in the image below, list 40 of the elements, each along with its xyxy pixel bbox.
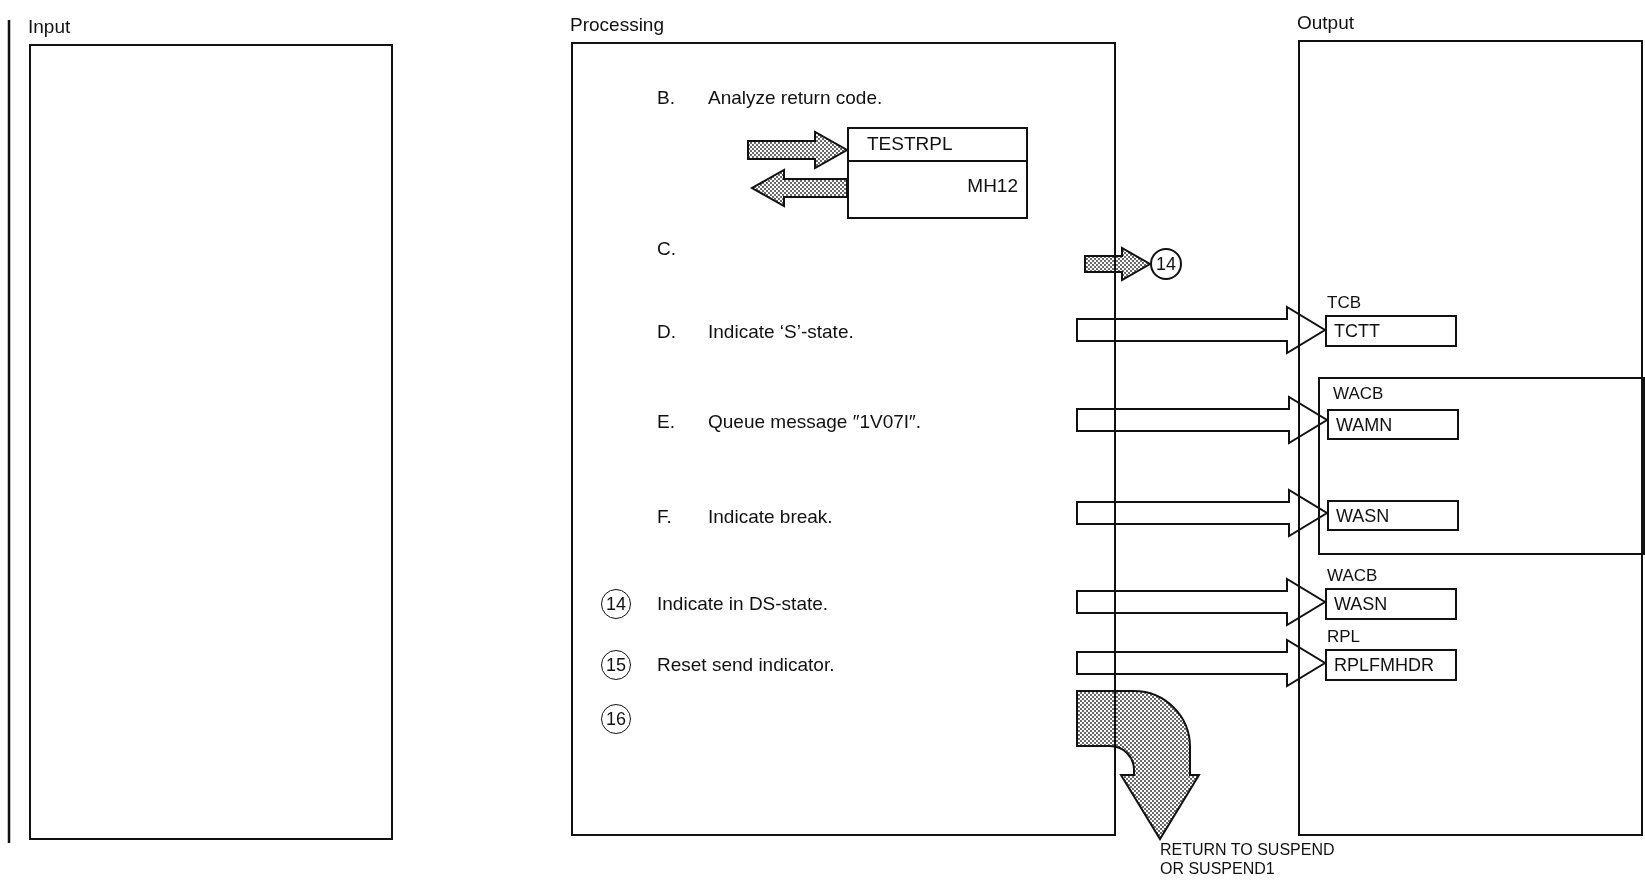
field-name: RPLFMHDR [1334, 655, 1434, 675]
field-name: WASN [1336, 506, 1390, 526]
block-arrow [1076, 638, 1327, 688]
connector-circle: 14 [1150, 248, 1182, 280]
panel-heading: Output [1297, 12, 1355, 34]
group-box [1318, 377, 1645, 555]
block-arrow [1076, 395, 1329, 445]
field-name: TCTT [1334, 321, 1380, 341]
step-letter: B. [657, 87, 675, 109]
field-name: WASN [1334, 594, 1388, 614]
step-description: Indicate in DS-state. [657, 593, 829, 615]
control-block-name: RPL [1327, 627, 1361, 647]
step-description: Analyze return code. [708, 87, 883, 109]
step-description: Indicate break. [708, 506, 833, 528]
step-letter: E. [657, 411, 675, 433]
block-arrow [1076, 305, 1327, 355]
step-letter: C. [657, 238, 676, 260]
shaded-block-arrow [747, 130, 850, 170]
shaded-block-arrow [749, 168, 848, 208]
control-block-name: WACB [1327, 566, 1378, 586]
field-box [1327, 409, 1459, 440]
panel-heading: Processing [570, 14, 664, 36]
field-name: WAMN [1336, 415, 1393, 435]
shaded-block-arrow [1084, 246, 1152, 282]
block-arrow [1076, 488, 1329, 538]
step-letter: D. [657, 321, 676, 343]
block-arrow [1076, 577, 1327, 627]
module-box [847, 127, 1028, 219]
module-name: TESTRPL [849, 129, 1026, 162]
field-box [1327, 500, 1459, 531]
step-letter: F. [657, 506, 672, 528]
step-description: Queue message ″1V07I″. [708, 411, 922, 433]
module-id: MH12 [967, 175, 1018, 197]
exit-label: RETURN TO SUSPEND OR SUSPEND1 [1160, 840, 1350, 880]
panel-heading: Input [28, 16, 71, 38]
shaded-block-arrow [1076, 690, 1200, 840]
step-description: Reset send indicator. [657, 654, 835, 676]
control-block-name: WACB [1333, 384, 1384, 404]
step-description: Indicate ‘S’-state. [708, 321, 854, 343]
control-block-name: TCB [1327, 293, 1361, 313]
